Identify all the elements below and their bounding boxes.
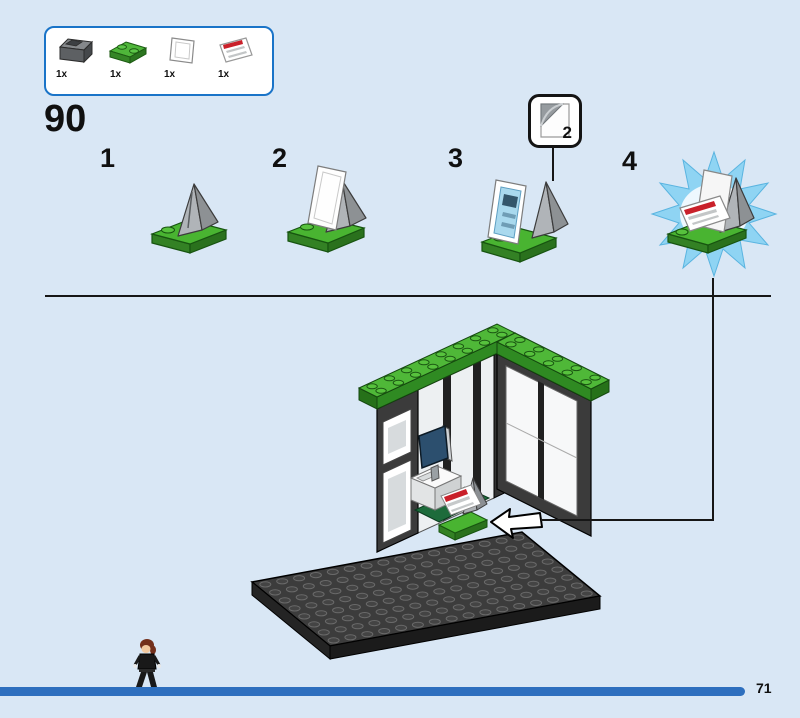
minifigure-face	[141, 645, 151, 653]
right-wall	[496, 353, 592, 537]
white-panel-part-icon	[169, 37, 195, 64]
black-baseplate	[250, 531, 602, 661]
substep-label-3: 3	[448, 143, 464, 173]
part-item-gray-bracket: 1x	[52, 32, 104, 80]
part-item-newspaper: 1x	[214, 32, 266, 80]
green-plate-row-right	[495, 332, 611, 402]
progress-bar	[0, 687, 745, 696]
white-panel-with-sticker	[487, 179, 527, 245]
sticker-sheet-icon	[540, 103, 570, 138]
minifigure-leg	[147, 672, 157, 687]
step-number: 90	[44, 98, 87, 140]
computer-monitor	[418, 424, 453, 482]
gray-bracket-part-icon	[58, 38, 94, 64]
substep-label-1: 1	[100, 143, 116, 173]
sticker-number: 2	[562, 123, 572, 142]
connector-horizontal-line	[541, 519, 714, 521]
minifigure	[133, 639, 161, 687]
part-count-label: 1x	[164, 69, 176, 80]
minifigure-torso	[137, 653, 157, 670]
page-number: 71	[756, 680, 772, 696]
part-count-label: 1x	[56, 69, 68, 80]
part-item-white-panel: 1x	[160, 32, 212, 80]
part-item-green-plate: 1x	[106, 32, 158, 80]
sticker-callout: 2	[528, 94, 582, 148]
sticker-callout-line	[552, 147, 554, 181]
gray-stand-bracket	[531, 181, 569, 239]
step-3-illustration	[480, 179, 569, 263]
substep-label-2: 2	[272, 143, 288, 173]
newspaper-part-icon	[219, 37, 253, 63]
connector-vertical-line	[712, 278, 714, 520]
main-model-illustration	[250, 323, 611, 661]
divider-line	[45, 295, 771, 297]
step-2-illustration	[286, 165, 367, 253]
part-count-label: 1x	[218, 69, 230, 80]
part-count-label: 1x	[110, 69, 122, 80]
parts-callout-box: 1x 1x 1x 1x	[44, 26, 274, 96]
step-4-illustration	[650, 150, 778, 278]
green-plate-part-icon	[108, 41, 148, 64]
newspaper-stand	[437, 477, 489, 541]
gray-stand-bracket	[177, 183, 219, 237]
white-panel	[307, 165, 347, 231]
left-wall	[376, 389, 419, 553]
newspaper-tile	[679, 195, 731, 232]
step-1-illustration	[150, 183, 228, 254]
minifigure-leg	[136, 672, 147, 687]
wall-mullion	[473, 360, 481, 507]
baseplate-studs	[259, 534, 593, 644]
substep-label-4: 4	[622, 146, 638, 176]
